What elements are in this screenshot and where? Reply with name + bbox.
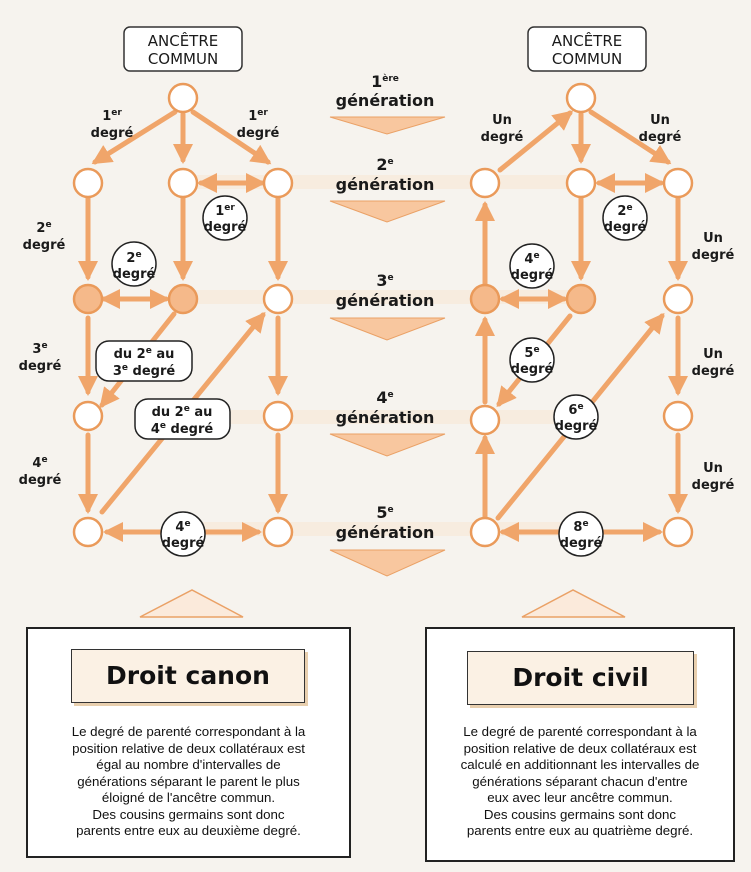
svg-text:4e degré: 4e degré	[151, 421, 214, 437]
down-triangle	[329, 433, 446, 457]
canon-side-degre: degré	[19, 359, 62, 374]
civil-badge-4e: 4e degré	[509, 243, 555, 289]
civil-badge-5e: 5e degré	[509, 337, 555, 383]
svg-text:du 2e au: du 2e au	[114, 346, 175, 362]
civil-title: Droit civil	[467, 651, 694, 705]
svg-text:degré: degré	[555, 419, 598, 434]
svg-text:6e: 6e	[568, 402, 583, 418]
svg-text:1er: 1er	[215, 203, 235, 219]
canon-label-degre: degré	[237, 126, 280, 141]
canon-panel: Droit canon Le degré de parenté correspo…	[26, 627, 351, 858]
generation-label: génération	[336, 523, 435, 542]
generation-4: 4e génération	[329, 388, 446, 457]
ancestor-label-line2: COMMUN	[552, 50, 622, 68]
civil-panel: Droit civil Le degré de parenté correspo…	[425, 627, 735, 862]
canon-side-4e: 4e	[32, 455, 47, 471]
civil-description: Le degré de parenté correspondant à la p…	[460, 724, 700, 838]
civil-nodes	[469, 82, 694, 548]
canon-badge-bottom: 4e degré	[160, 511, 206, 557]
canon-description: Le degré de parenté correspondant à la p…	[71, 724, 306, 838]
svg-text:du 2e au: du 2e au	[152, 404, 213, 420]
svg-text:2e: 2e	[617, 203, 632, 219]
civil-badge-6e: 6e degré	[553, 394, 599, 440]
svg-text:4e: 4e	[175, 519, 190, 535]
civil-label-degre: degré	[692, 364, 735, 379]
svg-text:degré: degré	[113, 267, 156, 282]
svg-text:2e: 2e	[126, 250, 141, 266]
canon-ancestor-box: ANCÊTRE COMMUN	[123, 26, 243, 72]
svg-text:4e: 4e	[376, 388, 393, 407]
canon-label-degre: degré	[91, 126, 134, 141]
canon-up-triangle	[139, 589, 244, 618]
svg-text:degré: degré	[162, 536, 205, 551]
canon-label-1er-left: 1er	[102, 108, 122, 124]
ancestor-label-line2: COMMUN	[148, 50, 218, 68]
civil-badge-8e: 8e degré	[558, 511, 604, 557]
civil-label-un: Un	[703, 461, 723, 476]
canon-label-1er-right: 1er	[248, 108, 268, 124]
civil-ancestor-box: ANCÊTRE COMMUN	[527, 26, 647, 72]
civil-up-triangle	[521, 589, 626, 618]
civil-label-un: Un	[703, 347, 723, 362]
down-triangle	[329, 317, 446, 341]
svg-text:3e degré: 3e degré	[113, 363, 176, 379]
svg-text:degré: degré	[511, 362, 554, 377]
canon-nodes	[72, 82, 294, 548]
down-triangle	[329, 200, 446, 223]
generation-1: 1ère génération	[329, 72, 446, 135]
canon-badge-1er: 1er degré	[202, 195, 248, 241]
svg-text:degré: degré	[560, 536, 603, 551]
down-triangle	[329, 549, 446, 577]
svg-text:degré: degré	[511, 268, 554, 283]
canon-side-degre: degré	[19, 473, 62, 488]
canon-title: Droit canon	[71, 649, 305, 703]
civil-label-degre: degré	[692, 248, 735, 263]
canon-range-2-3: du 2e au 3e degré	[95, 340, 193, 382]
svg-text:5e: 5e	[376, 503, 393, 522]
canon-side-3e: 3e	[32, 341, 47, 357]
civil-label-degre: degré	[481, 130, 524, 145]
canon-range-2-4: du 2e au 4e degré	[134, 398, 231, 440]
generation-3: 3e génération	[329, 271, 446, 341]
svg-text:2e: 2e	[376, 155, 393, 174]
civil-label-un: Un	[650, 113, 670, 128]
svg-text:1ère: 1ère	[371, 72, 399, 91]
civil-label-degre: degré	[692, 478, 735, 493]
generation-label: génération	[336, 175, 435, 194]
down-triangle	[329, 116, 446, 135]
svg-text:4e: 4e	[524, 251, 539, 267]
svg-text:degré: degré	[604, 220, 647, 235]
civil-label-un: Un	[703, 231, 723, 246]
ancestor-label-line1: ANCÊTRE	[148, 31, 219, 50]
svg-text:8e: 8e	[573, 519, 588, 535]
civil-label-un: Un	[492, 113, 512, 128]
svg-text:3e: 3e	[376, 271, 393, 290]
generation-5: 5e génération	[329, 503, 446, 577]
ancestor-label-line1: ANCÊTRE	[552, 31, 623, 50]
civil-tree	[475, 109, 688, 542]
canon-badge-2e: 2e degré	[111, 241, 157, 287]
generation-label: génération	[336, 291, 435, 310]
generation-label: génération	[336, 91, 435, 110]
civil-badge-2e: 2e degré	[602, 195, 648, 241]
canon-side-2e: 2e	[36, 220, 51, 236]
svg-text:degré: degré	[204, 220, 247, 235]
generation-label: génération	[336, 408, 435, 427]
generation-2: 2e génération	[329, 155, 446, 223]
svg-text:5e: 5e	[524, 345, 539, 361]
canon-side-degre: degré	[23, 238, 66, 253]
civil-label-degre: degré	[639, 130, 682, 145]
